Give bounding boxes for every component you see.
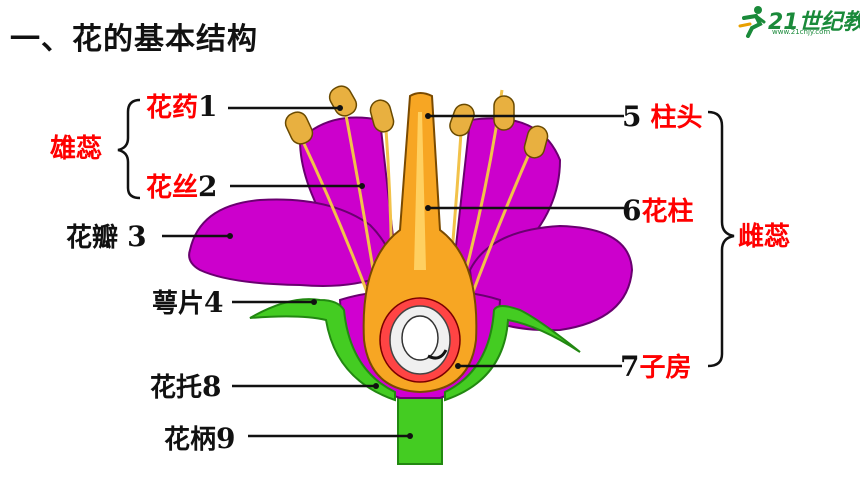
micropyle bbox=[427, 349, 448, 360]
label-style: 6花柱 bbox=[622, 194, 694, 228]
stigma-number: 5 bbox=[622, 100, 642, 133]
petal-name: 花瓣 bbox=[66, 223, 119, 253]
label-receptacle: 花托8 bbox=[150, 370, 222, 404]
anther-name: 花药 bbox=[146, 93, 199, 123]
sepal-right bbox=[444, 305, 581, 402]
brand-logo: 21世纪教育 www.21cnjy.com bbox=[738, 4, 860, 40]
pedicel-number: 9 bbox=[216, 422, 236, 455]
style-name: 花柱 bbox=[641, 197, 694, 227]
filament-number: 2 bbox=[198, 170, 218, 203]
label-petal: 花瓣 3 bbox=[66, 220, 147, 254]
receptacle-name: 花托 bbox=[150, 373, 203, 403]
pistil-brace bbox=[707, 110, 735, 368]
sepal-number: 4 bbox=[204, 286, 224, 319]
style-number: 6 bbox=[622, 194, 642, 227]
label-ovary: 7子房 bbox=[620, 350, 692, 384]
receptacle-number: 8 bbox=[202, 370, 222, 403]
ovary-name: 子房 bbox=[639, 353, 692, 383]
runner-icon bbox=[738, 6, 766, 38]
group-pistil: 雌蕊 bbox=[738, 222, 791, 252]
pedicel-name: 花柄 bbox=[164, 425, 217, 455]
sepal-left bbox=[249, 298, 396, 402]
pedicel-shape bbox=[397, 395, 443, 465]
stigma-name: 柱头 bbox=[650, 103, 703, 133]
page-title: 一、花的基本结构 bbox=[10, 22, 258, 57]
embryo-sac bbox=[401, 315, 439, 361]
sepal-name: 萼片 bbox=[152, 289, 205, 319]
anther-number: 1 bbox=[198, 90, 218, 123]
label-filament: 花丝2 bbox=[146, 170, 218, 204]
label-anther: 花药1 bbox=[146, 90, 218, 124]
group-stamen: 雄蕊 bbox=[50, 134, 103, 164]
ovary-number: 7 bbox=[620, 350, 640, 383]
logo-text: 21世纪教育 bbox=[768, 10, 860, 35]
label-pedicel: 花柄9 bbox=[164, 422, 236, 456]
stamen-brace bbox=[117, 98, 141, 200]
leader-lines bbox=[162, 106, 624, 438]
label-stigma: 5 柱头 bbox=[622, 100, 703, 134]
leader-dots bbox=[227, 105, 461, 439]
anthers bbox=[284, 85, 549, 159]
style-stripe bbox=[414, 112, 426, 270]
petal-number: 3 bbox=[127, 220, 147, 253]
label-sepal: 萼片4 bbox=[152, 286, 224, 320]
petal-right bbox=[468, 224, 634, 332]
filament-name: 花丝 bbox=[146, 173, 199, 203]
logo-url: www.21cnjy.com bbox=[772, 28, 831, 36]
